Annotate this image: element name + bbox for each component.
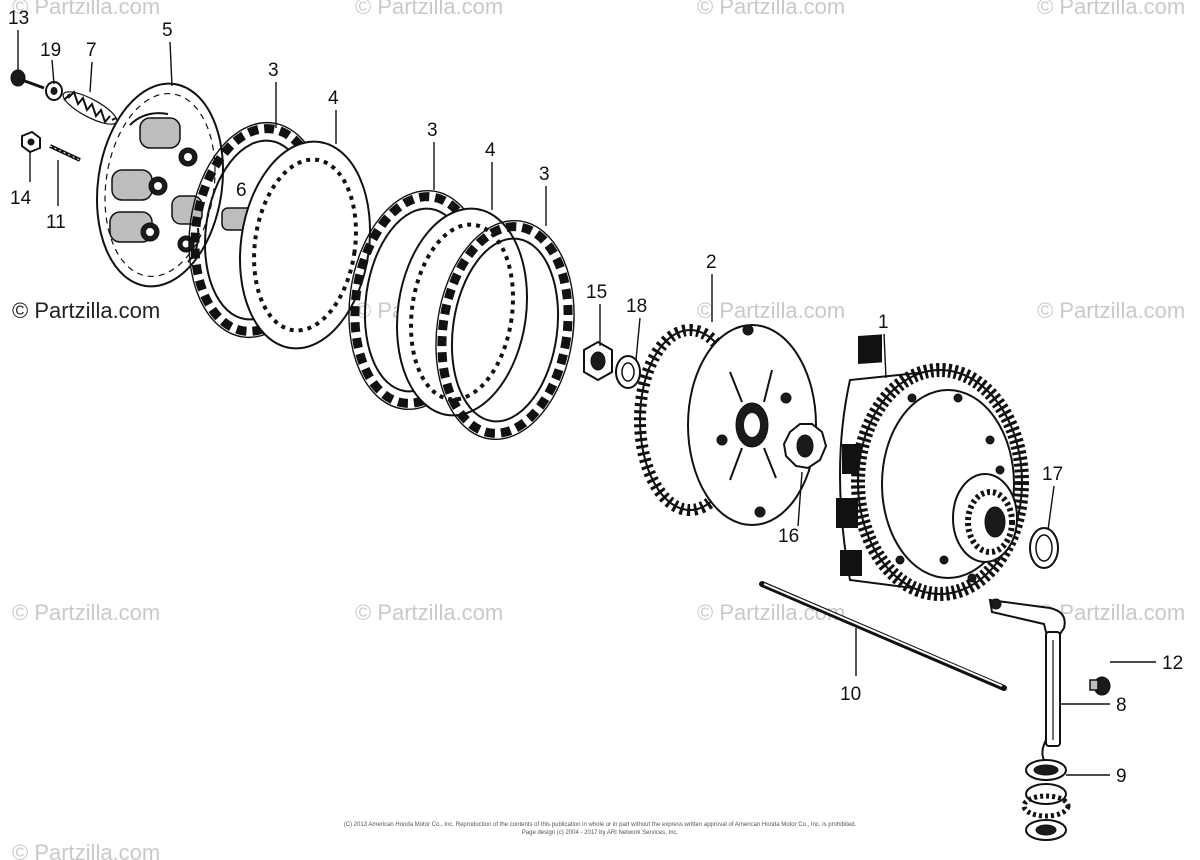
callout-15: 15: [586, 282, 607, 303]
part-18-lock-washer[interactable]: [615, 355, 641, 389]
part-4-clutch-plate-b[interactable]: [384, 200, 540, 424]
part-14-nut[interactable]: [21, 130, 41, 154]
watermark: © Partzilla.com: [697, 600, 845, 625]
footer-copyright: (C) 2013 American Honda Motor Co., Inc. …: [344, 822, 857, 836]
callout-6: 6: [236, 180, 247, 201]
callout-4: 4: [485, 140, 496, 161]
callout-1: 1: [878, 312, 889, 333]
callout-3: 3: [268, 60, 279, 81]
watermark: © Partzilla.com: [1037, 0, 1185, 19]
part-10-lifter-rod[interactable]: [759, 581, 1007, 691]
copyright-line: (C) 2013 American Honda Motor Co., Inc. …: [344, 822, 857, 828]
callout-2: 2: [706, 252, 717, 273]
part-15-lock-nut[interactable]: [583, 340, 613, 382]
callout-11: 11: [46, 212, 66, 233]
callout-13: 13: [8, 8, 29, 29]
callout-18: 18: [626, 296, 647, 317]
watermark: © Partzilla.com: [12, 840, 160, 860]
watermark: © Partzilla.com: [697, 298, 845, 323]
callout-5: 5: [162, 20, 173, 41]
part-13-bolt[interactable]: [10, 69, 45, 90]
callout-14: 14: [10, 188, 32, 209]
watermark-prominent: © Partzilla.com: [12, 298, 160, 323]
part-3-friction-disc-c[interactable]: [422, 212, 587, 449]
callout-8: 8: [1116, 695, 1127, 716]
callout-4: 4: [328, 88, 339, 109]
part-17-thrust-washer[interactable]: [1029, 527, 1059, 569]
callout-19: 19: [40, 40, 61, 61]
callout-3: 3: [539, 164, 550, 185]
part-16-thrust-washer[interactable]: [782, 423, 828, 470]
watermark-layer: © Partzilla.com © Partzilla.com © Partzi…: [12, 0, 1185, 860]
callout-12: 12: [1162, 653, 1183, 674]
part-7-clutch-spring[interactable]: [59, 86, 120, 130]
part-2-clutch-center[interactable]: [634, 324, 817, 526]
callout-9: 9: [1116, 766, 1127, 787]
callout-10: 10: [840, 684, 861, 705]
watermark: © Partzilla.com: [12, 0, 160, 19]
callout-7: 7: [86, 40, 97, 61]
callout-17: 17: [1042, 464, 1063, 485]
callout-16: 16: [778, 526, 799, 547]
watermark: © Partzilla.com: [697, 0, 845, 19]
callout-3: 3: [427, 120, 438, 141]
part-19-washer[interactable]: [45, 81, 63, 101]
part-11-adjuster-stud[interactable]: [49, 144, 81, 162]
part-12-bolt[interactable]: [1089, 676, 1111, 696]
callout-labels: 13 19 7 5 3 4 3 4 3 2 1 14 11 6 15 18 16…: [8, 8, 1183, 787]
page-design-line: Page design (c) 2004 - 2017 by ARI Netwo…: [522, 830, 679, 836]
part-8-lifter-lever[interactable]: [988, 598, 1066, 761]
watermark: © Partzilla.com: [355, 600, 503, 625]
watermark: © Partzilla.com: [355, 0, 503, 19]
part-9-oil-seal[interactable]: [1021, 759, 1071, 841]
watermark: © Partzilla.com: [1037, 298, 1185, 323]
part-1-clutch-outer[interactable]: [836, 334, 1029, 601]
watermark: © Partzilla.com: [12, 600, 160, 625]
leader-lines: [17, 30, 1156, 776]
